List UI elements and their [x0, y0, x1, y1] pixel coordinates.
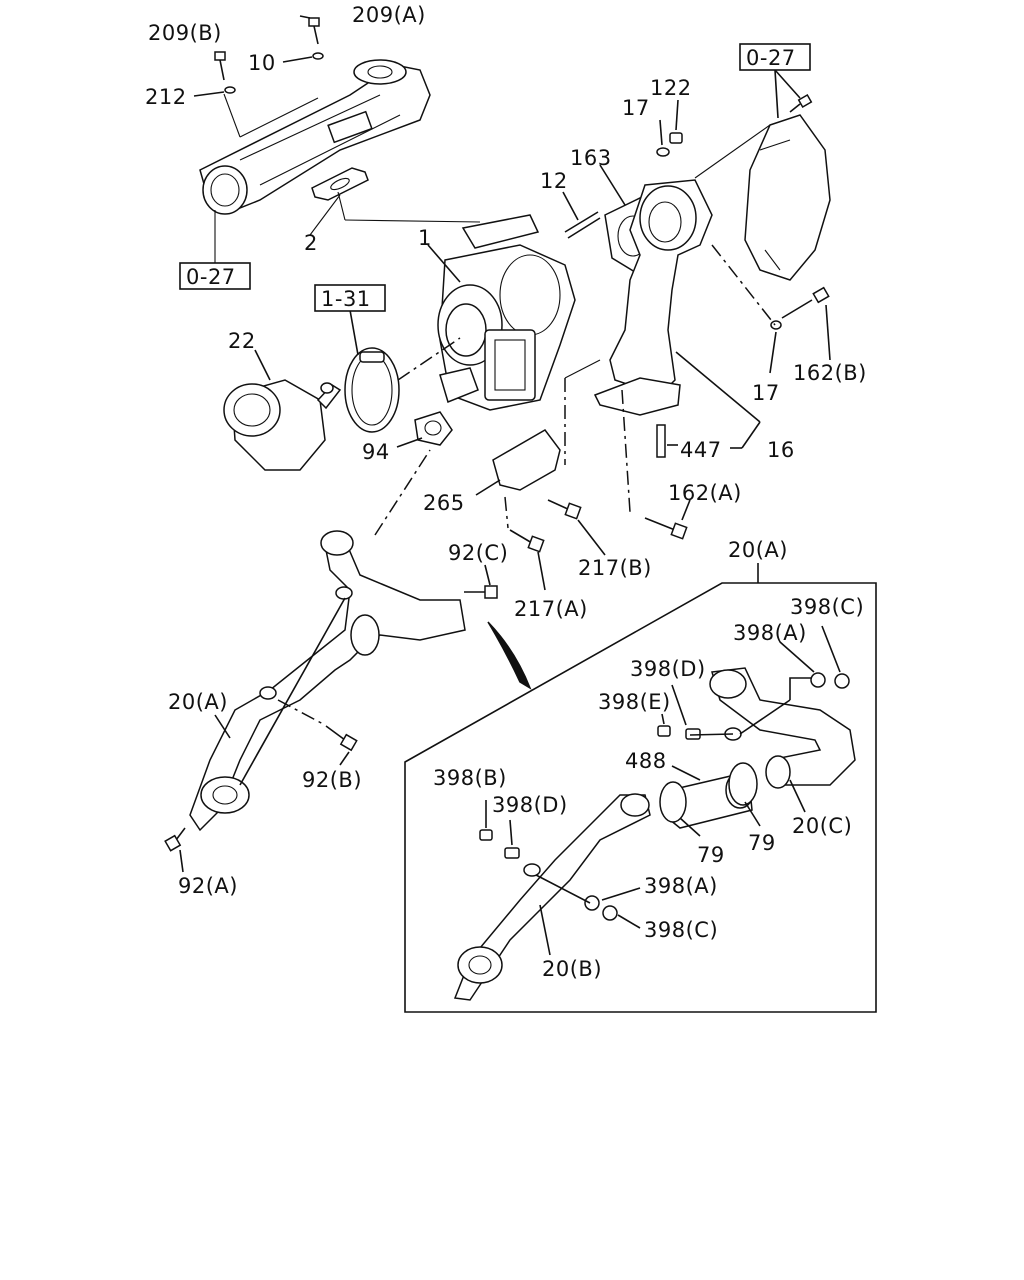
- label-212: 212: [145, 85, 187, 109]
- exhaust-manifold-drawing: [199, 59, 431, 215]
- label-398a-top: 398(A): [733, 621, 807, 645]
- clamp-79-left-drawing: [659, 781, 687, 823]
- label-488: 488: [625, 749, 667, 773]
- label-398d-top: 398(D): [630, 657, 706, 681]
- label-2: 2: [304, 231, 318, 255]
- label-20b: 20(B): [542, 957, 602, 981]
- bolt-92a-drawing: [164, 827, 186, 852]
- label-398e: 398(E): [598, 690, 671, 714]
- bolt-92c-drawing: [464, 585, 498, 599]
- nut-122-drawing: [669, 132, 683, 144]
- bolt-209a-drawing: [308, 17, 320, 45]
- label-79-left: 79: [697, 843, 725, 867]
- bolt-162b-drawing: [781, 286, 830, 319]
- label-122: 122: [650, 76, 692, 100]
- clamp-drawing: [344, 347, 400, 433]
- ref-box-131: [314, 284, 386, 312]
- label-20c: 20(C): [792, 814, 852, 838]
- label-398b: 398(B): [433, 766, 507, 790]
- label-17-mid: 17: [752, 381, 780, 405]
- ref-box-027-left: [179, 262, 251, 290]
- bolt-217b-drawing: [547, 499, 582, 520]
- label-22: 22: [228, 329, 256, 353]
- label-217a: 217(A): [514, 597, 588, 621]
- label-92c: 92(C): [448, 541, 508, 565]
- compressor-inlet-22-drawing: [223, 379, 342, 471]
- detail-box: [404, 582, 877, 1013]
- small-parts-398-drawing: [479, 672, 850, 921]
- bolt-92b-drawing: [325, 725, 358, 752]
- turbocharger-drawing: [437, 214, 576, 411]
- stud-447-drawing: [656, 424, 666, 458]
- label-209a: 209(A): [352, 3, 426, 27]
- label-027-left: 0-27: [186, 265, 236, 289]
- clamp-79-right-drawing: [728, 762, 758, 806]
- label-265: 265: [423, 491, 465, 515]
- leader-lines: [179, 15, 841, 956]
- bolt-217a-drawing: [509, 529, 545, 553]
- oil-pipe-20a-drawing: [189, 530, 466, 832]
- washer-17-top-drawing: [656, 147, 670, 157]
- label-10: 10: [248, 51, 276, 75]
- label-17-top: 17: [622, 96, 650, 120]
- label-447: 447: [680, 438, 722, 462]
- label-209b: 209(B): [148, 21, 222, 45]
- small-bolt-027-drawing: [789, 94, 813, 113]
- label-398d-bot: 398(D): [492, 793, 568, 817]
- detail-pointer-arrow: [487, 621, 532, 690]
- label-20a-left: 20(A): [168, 690, 228, 714]
- label-12: 12: [540, 169, 568, 193]
- label-398a-bot: 398(A): [644, 874, 718, 898]
- pipe-20b-drawing: [453, 793, 651, 1001]
- label-92b: 92(B): [302, 768, 362, 792]
- washer-10-drawing: [312, 52, 324, 60]
- label-163: 163: [570, 146, 612, 170]
- label-027-right: 0-27: [746, 46, 796, 70]
- ref-box-027-right: [739, 43, 811, 71]
- label-94: 94: [362, 440, 390, 464]
- bracket-265-drawing: [492, 429, 561, 491]
- pipe-20c-drawing: [709, 667, 856, 789]
- label-217b: 217(B): [578, 556, 652, 580]
- label-162a: 162(A): [668, 481, 742, 505]
- washer-17-mid-drawing: [770, 320, 782, 330]
- heat-shield-drawing: [744, 114, 831, 281]
- gasket-94-drawing: [414, 411, 453, 446]
- washer-212-drawing: [224, 86, 236, 94]
- gasket-2-drawing: [311, 167, 369, 201]
- label-398c-top: 398(C): [790, 595, 864, 619]
- label-92a: 92(A): [178, 874, 238, 898]
- label-398c-bot: 398(C): [644, 918, 718, 942]
- label-16: 16: [767, 438, 795, 462]
- bolt-162a-drawing: [644, 517, 688, 540]
- label-79-right: 79: [748, 831, 776, 855]
- bolt-209b-drawing: [214, 51, 226, 81]
- stud-12-drawing: [564, 211, 601, 239]
- exhaust-elbow-16-drawing: [593, 179, 713, 416]
- label-131: 1-31: [321, 287, 371, 311]
- label-1: 1: [418, 226, 432, 250]
- label-20a-top: 20(A): [728, 538, 788, 562]
- label-162b: 162(B): [793, 361, 867, 385]
